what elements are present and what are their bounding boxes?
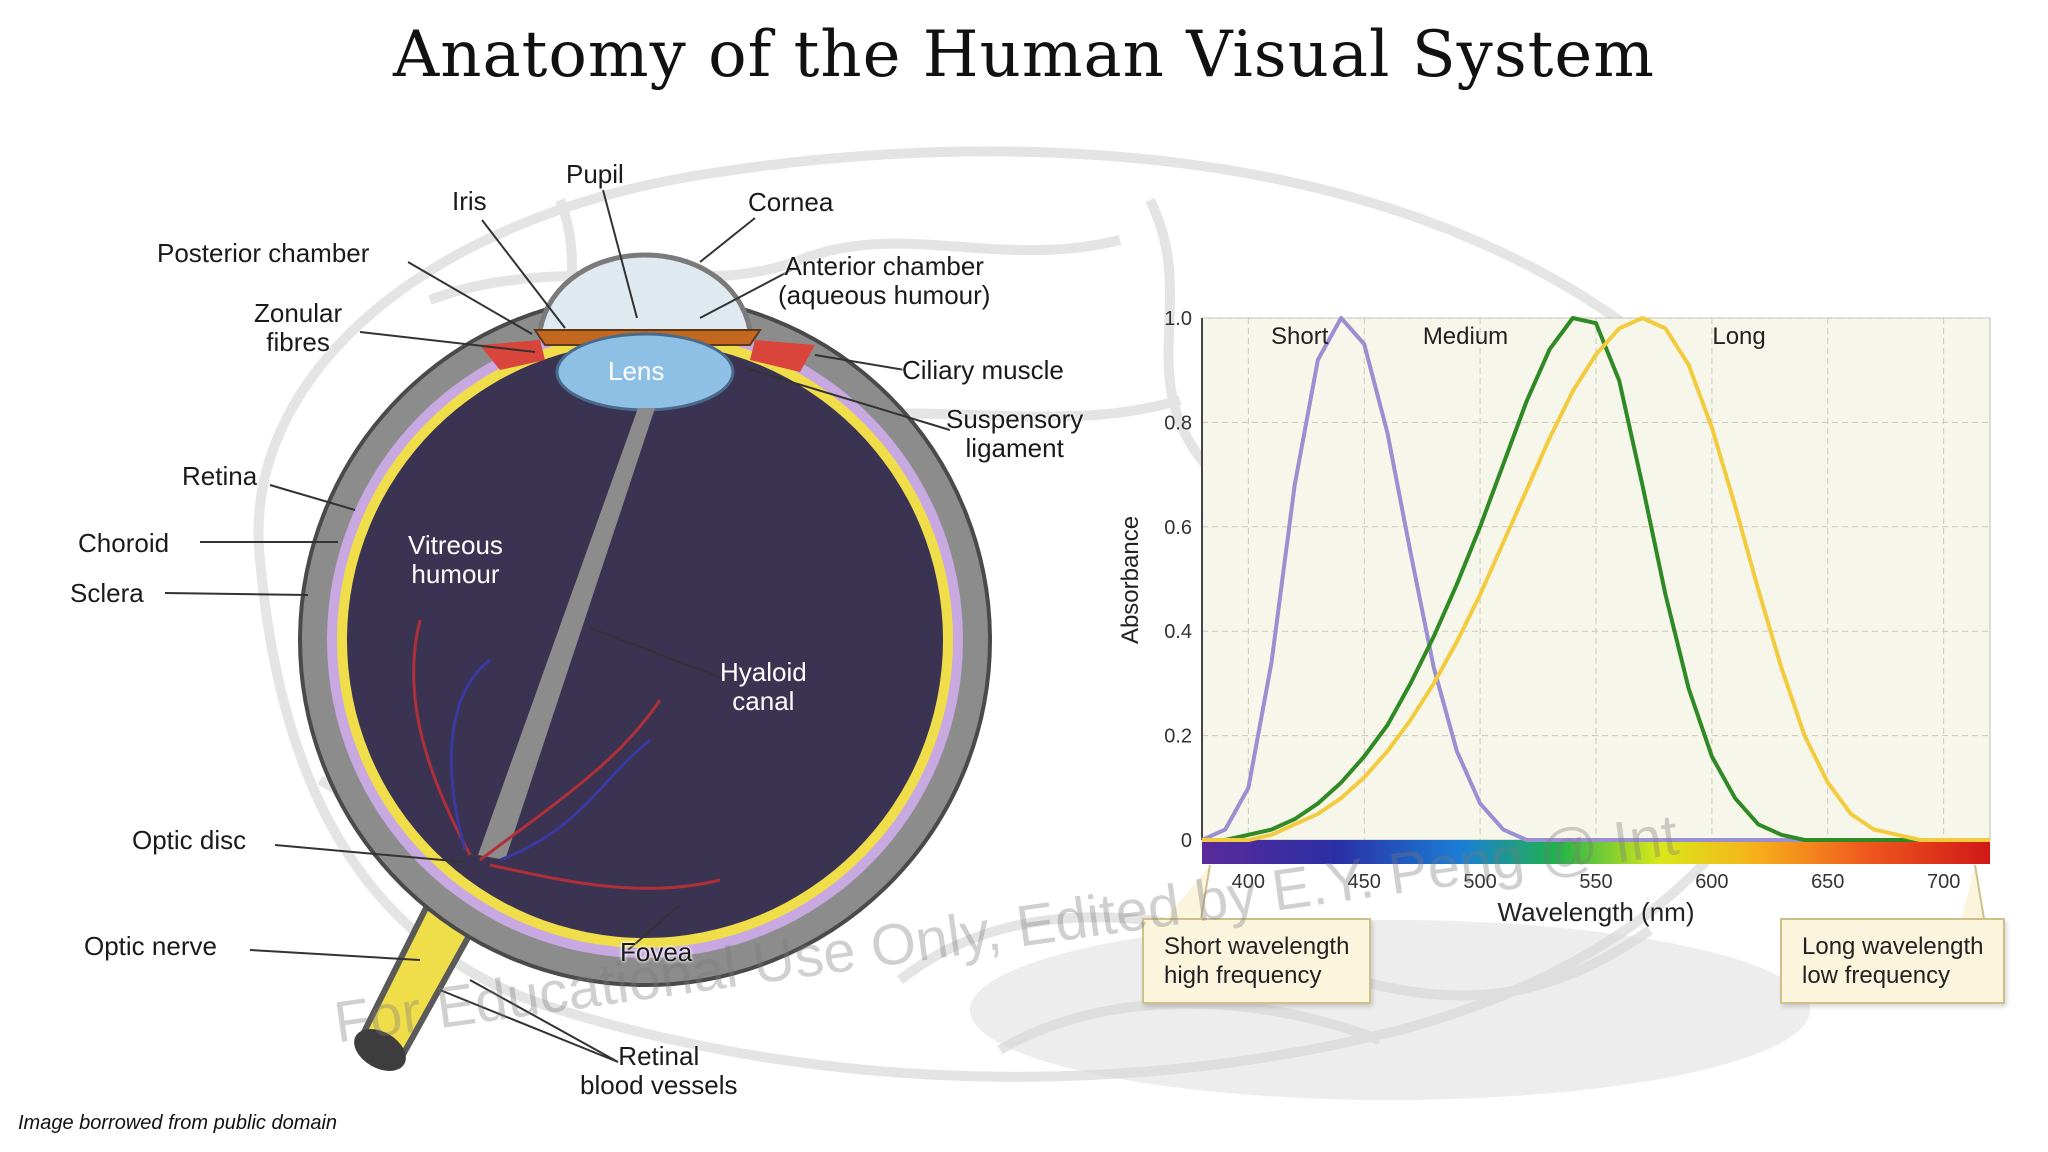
label-retinal-blood-vessels: Retinal blood vessels bbox=[580, 1041, 738, 1100]
series-line-long bbox=[1202, 316, 1990, 842]
x-tick-label: 500 bbox=[1463, 871, 1496, 893]
series-label-medium: Medium bbox=[1423, 323, 1508, 350]
label-vitreous-humour: Vitreous humour bbox=[408, 530, 503, 589]
label-retina: Retina bbox=[182, 461, 258, 491]
y-tick-label: 0.8 bbox=[1164, 412, 1192, 434]
label-lens: Lens bbox=[608, 356, 665, 386]
label-optic-disc: Optic disc bbox=[132, 825, 247, 855]
label-hyaloid-canal: Hyaloid canal bbox=[720, 657, 807, 716]
x-tick-label: 700 bbox=[1927, 871, 1960, 893]
page-title: Anatomy of the Human Visual System bbox=[393, 18, 1655, 92]
label-anterior-chamber: Anterior chamber (aqueous humour) bbox=[778, 251, 991, 310]
label-ciliary-muscle: Ciliary muscle bbox=[902, 355, 1064, 385]
label-suspensory-ligament: Suspensory ligament bbox=[946, 404, 1084, 463]
label-posterior-chamber: Posterior chamber bbox=[157, 238, 370, 268]
x-tick-label: 600 bbox=[1695, 871, 1728, 893]
hyaloid-canal-shape bbox=[478, 408, 655, 860]
y-tick-label: 0 bbox=[1181, 830, 1192, 852]
y-tick-label: 0.4 bbox=[1164, 621, 1192, 643]
label-sclera: Sclera bbox=[70, 578, 144, 608]
x-tick-label: 650 bbox=[1811, 871, 1844, 893]
vitreous-body bbox=[347, 342, 943, 938]
y-tick-label: 0.6 bbox=[1164, 517, 1192, 539]
y-tick-label: 0.2 bbox=[1164, 726, 1192, 748]
label-cornea: Cornea bbox=[748, 187, 834, 217]
y-tick-label: 1.0 bbox=[1164, 308, 1192, 330]
label-iris: Iris bbox=[452, 186, 487, 216]
x-tick-label: 450 bbox=[1348, 871, 1381, 893]
series-label-long: Long bbox=[1712, 323, 1765, 350]
y-axis-label: Absorbance bbox=[1117, 516, 1144, 644]
label-choroid: Choroid bbox=[78, 528, 170, 558]
eye-cross-section bbox=[164, 189, 992, 1071]
label-fovea: Fovea bbox=[620, 937, 693, 967]
cornea bbox=[537, 252, 753, 331]
label-zonular-fibres: Zonular fibres bbox=[254, 298, 343, 357]
ciliary-body-right bbox=[750, 340, 815, 372]
x-axis-label: Wavelength (nm) bbox=[1498, 897, 1695, 927]
spectrum-bar bbox=[1202, 840, 1990, 864]
blood-vessels bbox=[412, 619, 721, 890]
callout-long-wavelength: Long wavelength low frequency bbox=[1780, 918, 2006, 1004]
label-optic-nerve: Optic nerve bbox=[84, 931, 217, 961]
series-line-medium bbox=[1202, 316, 1990, 842]
x-tick-label: 400 bbox=[1232, 871, 1265, 893]
label-pupil: Pupil bbox=[566, 159, 624, 189]
x-tick-label: 550 bbox=[1579, 871, 1612, 893]
image-credit: Image borrowed from public domain bbox=[18, 1112, 338, 1134]
callout-short-wavelength: Short wavelength high frequency bbox=[1142, 918, 1372, 1004]
series-label-short: Short bbox=[1271, 323, 1329, 350]
absorbance-chart: 0 0.2 0.4 0.6 0.8 1.0 400 450 500 550 600 650 700 S… bbox=[1117, 308, 1991, 927]
